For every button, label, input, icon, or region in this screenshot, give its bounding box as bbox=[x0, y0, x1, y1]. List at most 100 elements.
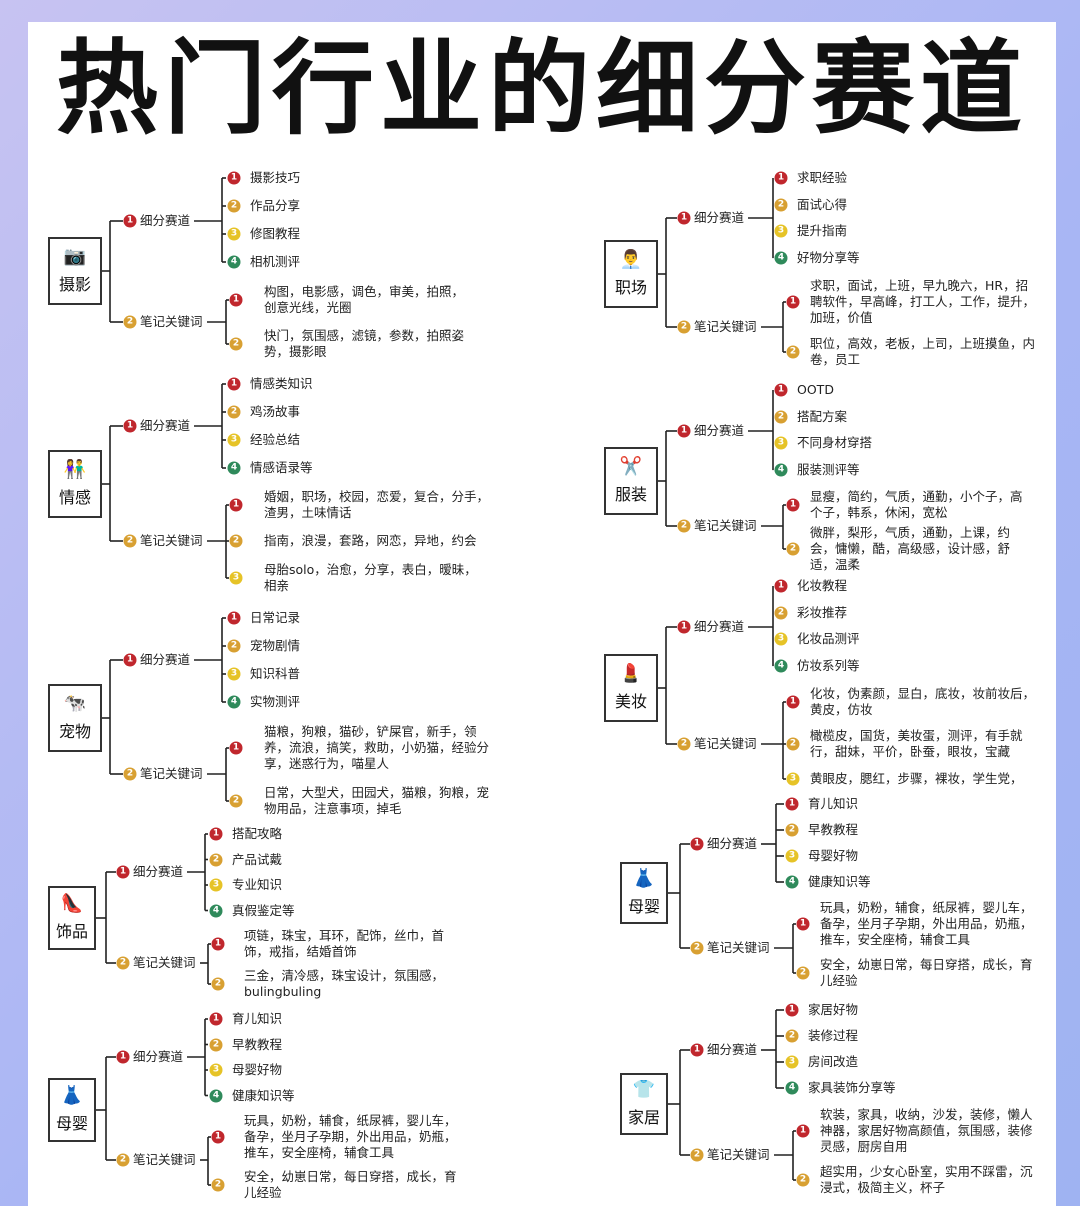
branch-badge: 1 bbox=[116, 1050, 130, 1064]
keyword-leaf-item: 玩具，奶粉，辅食，纸尿裤，婴儿车，备孕，坐月子孕期，外出用品，奶瓶，推车，安全座… bbox=[820, 900, 1033, 947]
track-branch-label: 细分赛道 bbox=[694, 210, 745, 225]
leaf-badge: 1 bbox=[785, 1003, 799, 1017]
leaf-badge: 1 bbox=[211, 937, 225, 951]
track-leaf-item: 仿妆系列等 bbox=[797, 658, 860, 674]
category-icon: 👠 bbox=[60, 893, 84, 914]
keyword-leaf-item: 指南，浪漫，套路，网恋，异地，约会 bbox=[264, 533, 477, 548]
category-label: 母婴 bbox=[627, 897, 660, 916]
keyword-leaf-item: 微胖，梨形，气质，通勤，上课，约会，慵懒，酷，高级感，设计感，舒适，温柔 bbox=[810, 525, 1011, 572]
track-leaf-item: 装修过程 bbox=[808, 1028, 859, 1043]
track-leaf-item: 不同身材穿搭 bbox=[797, 435, 873, 451]
branch-badge: 1 bbox=[677, 424, 691, 438]
keywords-branch-label: 笔记关键词 bbox=[133, 1152, 196, 1167]
track-leaf-item: 好物分享等 bbox=[797, 250, 860, 266]
keyword-leaf-item: 快门，氛围感，滤镜，参数，拍照姿势，摄影眼 bbox=[264, 328, 465, 359]
track-branch-label: 细分赛道 bbox=[133, 864, 184, 879]
track-leaf-item: 提升指南 bbox=[797, 223, 848, 239]
keyword-leaf-item: 显瘦，简约，气质，通勤，小个子，高个子，韩系，休闲，宽松 bbox=[810, 489, 1023, 520]
leaf-badge: 3 bbox=[785, 1055, 799, 1069]
keyword-leaf-item: 超实用，少女心卧室，实用不踩雷，沉浸式，极简主义，杯子 bbox=[820, 1164, 1033, 1195]
track-leaf-item: 搭配攻略 bbox=[232, 826, 283, 841]
category-icon: ✂️ bbox=[619, 456, 643, 477]
leaf-badge: 2 bbox=[229, 534, 243, 548]
track-branch-label: 细分赛道 bbox=[140, 213, 191, 228]
category-label: 职场 bbox=[614, 278, 647, 297]
category-box-3: 👠饰品 bbox=[48, 886, 96, 950]
track-leaf-item: 摄影技巧 bbox=[250, 170, 301, 185]
branch-badge: 1 bbox=[677, 211, 691, 225]
branch-badge: 2 bbox=[690, 941, 704, 955]
leaf-badge: 1 bbox=[774, 171, 788, 185]
track-leaf-item: 彩妆推荐 bbox=[797, 604, 848, 620]
track-branch-label: 细分赛道 bbox=[707, 1042, 758, 1057]
keyword-leaf-item: 项链，珠宝，耳环，配饰，丝巾，首饰，戒指，结婚首饰 bbox=[244, 928, 445, 959]
keyword-leaf-item: 安全，幼崽日常，每日穿搭，成长，育儿经验 bbox=[820, 957, 1033, 988]
leaf-badge: 2 bbox=[229, 337, 243, 351]
leaf-badge: 2 bbox=[786, 737, 800, 751]
keyword-leaf-item: 玩具，奶粉，辅食，纸尿裤，婴儿车，备孕，坐月子孕期，外出用品，奶瓶，推车，安全座… bbox=[244, 1113, 457, 1160]
branch-badge: 1 bbox=[690, 1043, 704, 1057]
track-leaf-item: 搭配方案 bbox=[797, 408, 848, 424]
leaf-badge: 2 bbox=[774, 198, 788, 212]
category-box-9: 👕家居 bbox=[620, 1073, 668, 1135]
track-leaf-item: 鸡汤故事 bbox=[250, 404, 301, 419]
keywords-branch-label: 笔记关键词 bbox=[707, 1147, 770, 1162]
branch-badge: 2 bbox=[123, 767, 137, 781]
track-leaf-item: 母婴好物 bbox=[808, 848, 859, 863]
keyword-leaf-item: 三金，清冷感，珠宝设计，氛围感，bulingbuling bbox=[244, 968, 445, 999]
leaf-badge: 3 bbox=[227, 227, 241, 241]
leaf-badge: 4 bbox=[774, 463, 788, 477]
keyword-leaf-item: 母胎solo，治愈，分享，表白，暧昧，相亲 bbox=[264, 562, 477, 593]
branch-badge: 2 bbox=[123, 315, 137, 329]
track-leaf-item: 相机测评 bbox=[250, 254, 301, 269]
leaf-badge: 4 bbox=[227, 255, 241, 269]
leaf-badge: 1 bbox=[786, 295, 800, 309]
track-leaf-item: 健康知识等 bbox=[232, 1087, 295, 1103]
category-label: 情感 bbox=[58, 488, 91, 507]
branch-badge: 1 bbox=[123, 214, 137, 228]
leaf-badge: 3 bbox=[786, 772, 800, 786]
track-leaf-item: 母婴好物 bbox=[232, 1062, 283, 1077]
track-leaf-item: 日常记录 bbox=[250, 610, 301, 625]
leaf-badge: 1 bbox=[786, 498, 800, 512]
page-title: 热门行业的细分赛道 bbox=[56, 30, 1028, 149]
branch-badge: 2 bbox=[123, 534, 137, 548]
leaf-badge: 2 bbox=[227, 405, 241, 419]
track-leaf-item: 育儿知识 bbox=[232, 1011, 283, 1026]
leaf-badge: 2 bbox=[786, 345, 800, 359]
leaf-badge: 1 bbox=[785, 797, 799, 811]
track-branch-label: 细分赛道 bbox=[140, 418, 191, 433]
leaf-badge: 4 bbox=[774, 251, 788, 265]
leaf-badge: 3 bbox=[227, 667, 241, 681]
category-icon: 💄 bbox=[619, 663, 643, 684]
leaf-badge: 3 bbox=[774, 632, 788, 646]
track-leaf-item: 育儿知识 bbox=[808, 796, 859, 811]
leaf-badge: 2 bbox=[785, 1029, 799, 1043]
track-leaf-item: 化妆品测评 bbox=[797, 631, 860, 647]
keywords-branch-label: 笔记关键词 bbox=[140, 533, 203, 548]
leaf-badge: 2 bbox=[209, 853, 223, 866]
keyword-leaf-item: 求职，面试，上班，早九晚六，HR，招聘软件，早高峰，打工人，工作，提升，加班，价… bbox=[810, 278, 1036, 325]
leaf-badge: 2 bbox=[774, 606, 788, 620]
leaf-badge: 2 bbox=[227, 639, 241, 653]
leaf-badge: 4 bbox=[785, 1081, 799, 1095]
branch-badge: 2 bbox=[677, 320, 691, 334]
track-leaf-item: 房间改造 bbox=[808, 1054, 859, 1069]
keyword-leaf-item: 日常，大型犬，田园犬，猫粮，狗粮，宠物用品，注意事项，掉毛 bbox=[264, 785, 490, 816]
keyword-leaf-item: 猫粮，狗粮，猫砂，铲屎官，新手，领养，流浪，搞笑，救助，小奶猫，经验分享，迷惑行… bbox=[264, 724, 490, 771]
track-leaf-item: 真假鉴定等 bbox=[232, 902, 295, 918]
leaf-badge: 1 bbox=[227, 171, 241, 185]
leaf-badge: 4 bbox=[227, 461, 241, 475]
track-leaf-item: 服装测评等 bbox=[797, 462, 860, 478]
track-leaf-item: 实物测评 bbox=[250, 694, 301, 709]
category-box-8: 👗母婴 bbox=[620, 862, 668, 924]
leaf-badge: 1 bbox=[209, 1012, 223, 1026]
leaf-badge: 2 bbox=[211, 977, 225, 991]
leaf-badge: 1 bbox=[227, 611, 241, 625]
keywords-branch-label: 笔记关键词 bbox=[694, 518, 757, 533]
branch-badge: 1 bbox=[116, 865, 130, 879]
leaf-badge: 1 bbox=[796, 917, 810, 931]
track-branch-label: 细分赛道 bbox=[694, 423, 745, 438]
leaf-badge: 4 bbox=[785, 875, 799, 889]
branch-badge: 1 bbox=[123, 419, 137, 433]
